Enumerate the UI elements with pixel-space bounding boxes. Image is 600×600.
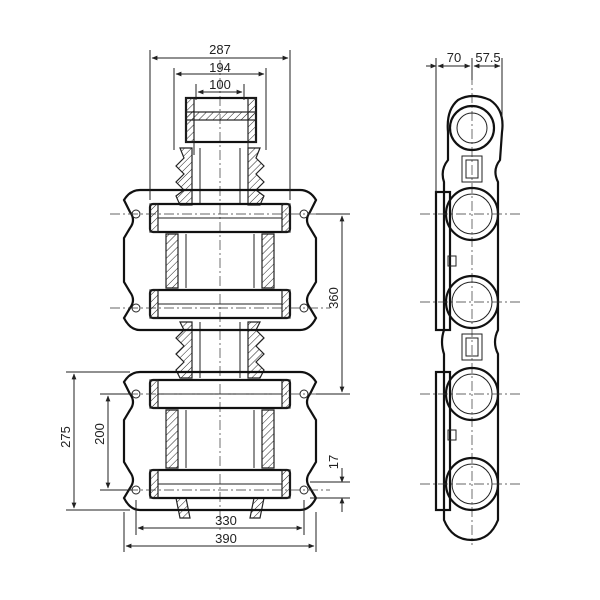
dim-330: 330	[135, 500, 305, 535]
top-pipe-socket	[184, 96, 258, 155]
dim-17: 17	[310, 455, 350, 512]
dim-390-label: 390	[215, 531, 237, 546]
dim-287-label: 287	[209, 42, 231, 57]
dim-275-label: 275	[58, 426, 73, 448]
dim-287: 287	[149, 42, 291, 200]
dim-360-label: 360	[326, 287, 341, 309]
dim-100: 100	[195, 77, 245, 100]
side-plate-lower	[434, 370, 452, 512]
dim-390: 390	[123, 512, 317, 552]
dim-275: 275	[58, 371, 130, 511]
dim-360: 360	[316, 213, 350, 395]
dim-194-label: 194	[209, 60, 231, 75]
dim-100-label: 100	[209, 77, 231, 92]
dim-70-label: 70	[447, 50, 461, 65]
dim-200-label: 200	[92, 423, 107, 445]
mid-corrugated-section	[175, 321, 265, 379]
front-view: 287 194 100 360 275	[58, 42, 350, 552]
dim-17-label: 17	[326, 455, 341, 469]
upper-clamp-plate	[122, 188, 318, 332]
dim-57-5-label: 57.5	[475, 50, 500, 65]
side-ring-2	[444, 274, 500, 330]
dim-330-label: 330	[215, 513, 237, 528]
bottom-tail-pipe	[175, 497, 265, 519]
dim-side-top: 70 57.5	[426, 50, 503, 192]
dim-194: 194	[173, 60, 267, 150]
side-plate-upper	[434, 190, 452, 332]
dim-200: 200	[92, 393, 132, 491]
side-view: 70 57.5	[420, 50, 520, 545]
